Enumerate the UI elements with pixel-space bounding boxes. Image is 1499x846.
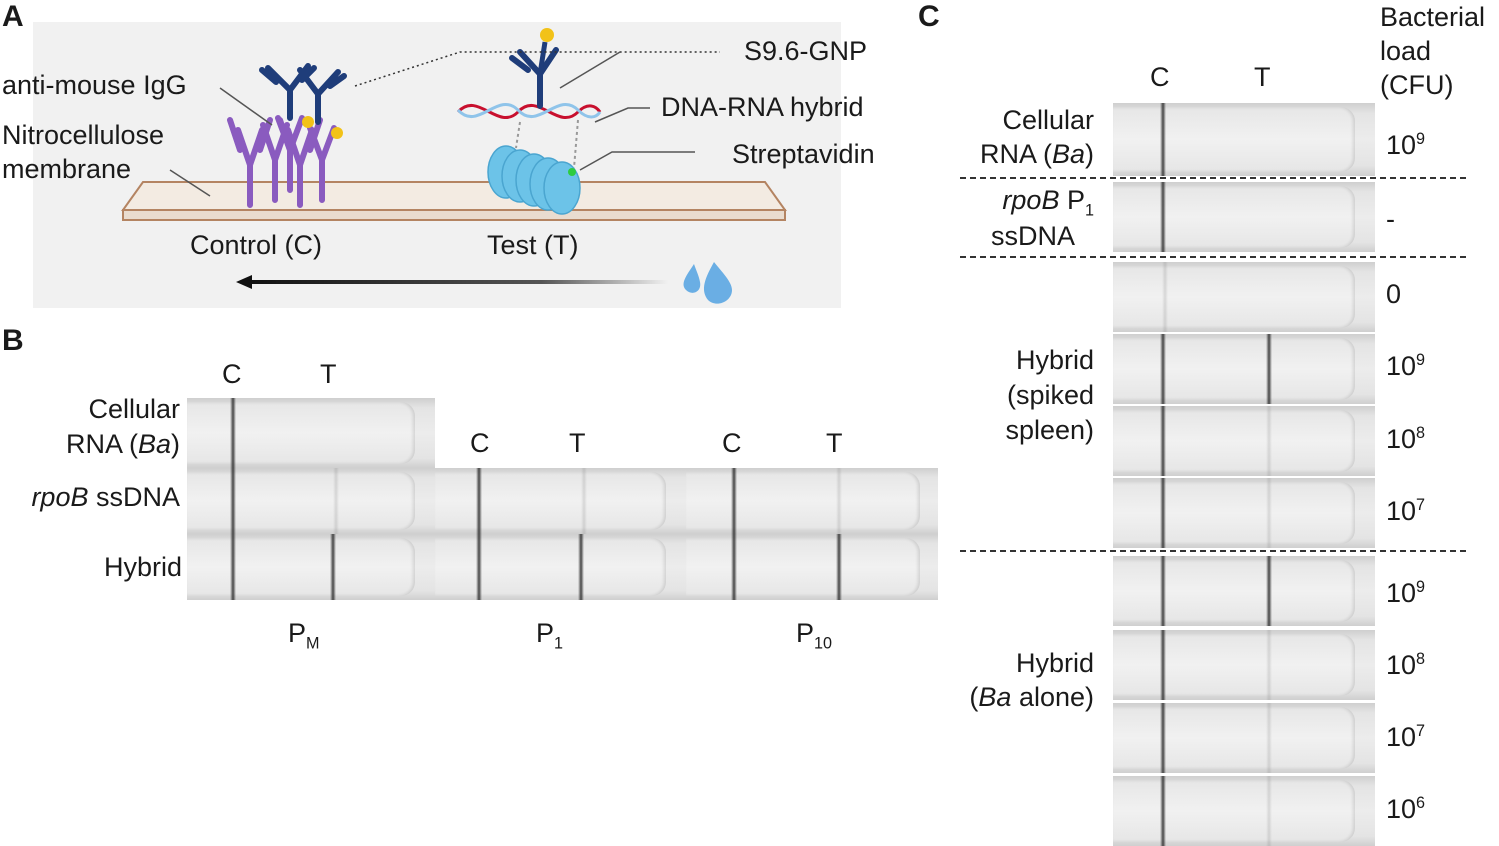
- panel-b-col2-t-header: T: [569, 428, 586, 458]
- panel-c-load-spiked-9: 109: [1386, 351, 1426, 381]
- panel-c-strip-cellular: [1113, 103, 1375, 176]
- panel-c-separator-3: [960, 550, 1466, 552]
- panel-c-separator-1: [960, 177, 1466, 179]
- panel-c-c-header: C: [1150, 62, 1170, 92]
- panel-c-load-header-2: load: [1380, 36, 1432, 66]
- panel-b-strip-p1-hybrid: [435, 534, 686, 600]
- leader-hybrid: [594, 107, 650, 123]
- panel-c-load-spiked-8: 108: [1386, 424, 1426, 454]
- lateral-flow-schematic: [121, 28, 787, 304]
- panel-c-cellular-line1: Cellular: [1002, 105, 1094, 135]
- gold-nanoparticle-control-2: [331, 127, 343, 139]
- panel-b-col2-c-header: C: [470, 428, 490, 458]
- panel-b-strip-pm-ssdna: [187, 468, 435, 534]
- dna-strand: [456, 102, 602, 119]
- panel-c-strip-spiked-8: [1113, 406, 1375, 476]
- panel-c-load-alone-6: 106: [1386, 794, 1426, 824]
- nitrocellulose-membrane: [121, 181, 787, 211]
- panel-a-label: A: [2, 0, 24, 33]
- panel-c-load-spiked-0: 0: [1386, 279, 1402, 309]
- panel-c-strip-rpob: [1113, 182, 1375, 252]
- panel-c-load-alone-7: 107: [1386, 722, 1426, 752]
- panel-c-strip-spiked-7: [1113, 478, 1375, 548]
- membrane-edge: [122, 209, 786, 221]
- panel-c-label: C: [918, 0, 940, 33]
- panel-c-load-alone-9: 109: [1386, 578, 1426, 608]
- panel-c-strip-alone-9: [1113, 556, 1375, 626]
- panel-b-strip-p10-hybrid: [686, 534, 938, 600]
- label-streptavidin: Streptavidin: [732, 139, 875, 169]
- panel-b-row3-label: Hybrid: [103, 552, 182, 582]
- leader-gnp: [559, 51, 621, 89]
- droplet-1-icon: [683, 264, 701, 293]
- panel-c-alone-line2: (Ba alone): [969, 682, 1094, 712]
- panel-c-cellular-line2: RNA (Ba): [979, 139, 1094, 169]
- panel-b-col1-c-header: C: [222, 359, 242, 389]
- panel-c-spiked-line1: Hybrid: [1015, 345, 1094, 375]
- panel-b-row1-label-line1: Cellular: [88, 394, 180, 424]
- panel-b-col3-label: P10: [796, 618, 833, 653]
- anti-mouse-igg-antibodies: [227, 115, 337, 208]
- label-test-line: Test (T): [487, 230, 579, 260]
- leader-nitro: [169, 169, 211, 197]
- panel-c-load-spiked-7: 107: [1386, 496, 1426, 526]
- panel-c-strip-spiked-0: [1113, 262, 1375, 332]
- panel-c-load-header-1: Bacterial: [1380, 2, 1486, 32]
- panel-c-t-header: T: [1254, 62, 1271, 92]
- flow-arrow-head: [236, 275, 252, 289]
- panel-b-col2-label: P1: [536, 618, 564, 653]
- label-s9.6-gnp: S9.6-GNP: [744, 36, 868, 66]
- panel-a-schematic: [33, 22, 841, 308]
- panel-b-row1-label-line2: RNA (Ba): [65, 429, 180, 459]
- panel-c-strip-alone-6: [1113, 776, 1375, 846]
- label-control-line: Control (C): [190, 230, 323, 260]
- panel-b-col3-t-header: T: [826, 428, 843, 458]
- leader-anti-mouse: [219, 87, 273, 126]
- panel-c-rpob-line2: ssDNA: [991, 221, 1076, 251]
- label-nitrocellulose-2: membrane: [2, 154, 132, 184]
- panel-c-spiked-line3: spleen): [1005, 415, 1094, 445]
- leader-gnp-dotted: [354, 51, 720, 87]
- panel-c-rpob-line1: rpoB P1: [1002, 185, 1094, 220]
- panel-c-alone-line1: Hybrid: [1015, 648, 1094, 678]
- panel-b-strip-p10-ssdna: [686, 468, 938, 534]
- panel-c-spiked-line2: (spiked: [1006, 380, 1094, 410]
- label-anti-mouse-igg: anti-mouse IgG: [2, 70, 187, 100]
- label-nitrocellulose-1: Nitrocellulose: [2, 120, 165, 150]
- panel-c-separator-2: [960, 256, 1466, 258]
- flow-arrow-shaft: [248, 280, 668, 284]
- panel-c-strip-alone-7: [1113, 703, 1375, 773]
- panel-b-strip-pm-hybrid: [187, 534, 435, 600]
- gold-nanoparticle-test: [540, 28, 554, 42]
- panel-b-row2-label: rpoB ssDNA: [31, 482, 180, 512]
- panel-c-load-cellular: 109: [1386, 130, 1426, 160]
- label-dna-rna-hybrid: DNA-RNA hybrid: [661, 92, 864, 122]
- panel-c-load-rpob: -: [1386, 204, 1395, 234]
- biotin-linker-1: [515, 121, 521, 149]
- panel-b-col1-label: PM: [288, 618, 320, 653]
- biotin-dot: [568, 168, 576, 176]
- streptavidin-cylinders: [487, 145, 581, 215]
- panel-c-load-alone-8: 108: [1386, 650, 1426, 680]
- panel-b-col1-t-header: T: [320, 359, 337, 389]
- panel-c-strip-alone-8: [1113, 630, 1375, 700]
- s9.6-gnp-antibody: [509, 47, 559, 109]
- panel-b-strip-pm-cellular: [187, 398, 435, 468]
- leader-strep: [579, 151, 695, 171]
- panel-c-load-header-3: (CFU): [1380, 70, 1454, 100]
- panel-b-label: B: [2, 324, 24, 357]
- captured-s9.6-antibodies: [259, 63, 347, 125]
- biotin-linker-2: [573, 119, 579, 169]
- panel-b-col3-c-header: C: [722, 428, 742, 458]
- panel-b-strip-p1-ssdna: [435, 468, 686, 534]
- panel-c-strip-spiked-9: [1113, 334, 1375, 404]
- gold-nanoparticle-control-1: [302, 116, 314, 128]
- droplet-2-icon: [703, 262, 732, 304]
